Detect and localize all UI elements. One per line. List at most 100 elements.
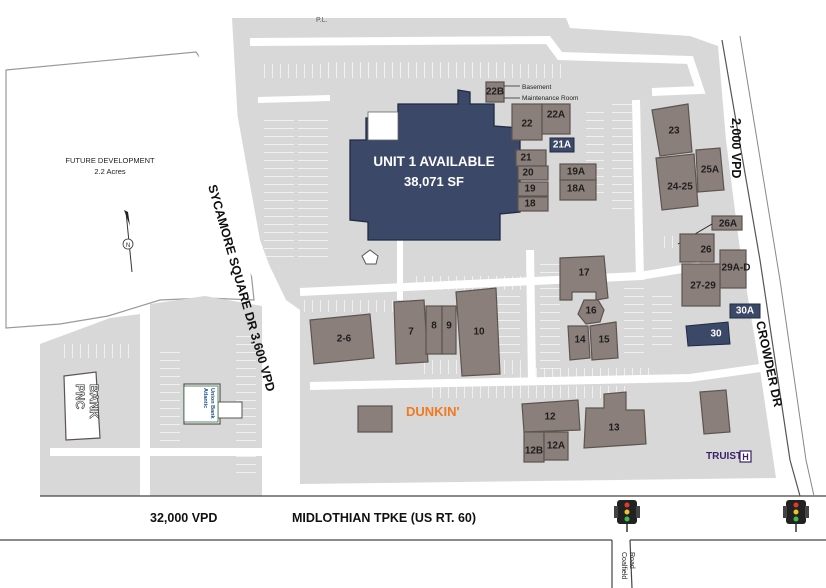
svg-text:9: 9 bbox=[446, 321, 452, 332]
unit-18[interactable]: 18 bbox=[517, 196, 549, 212]
unit-26a[interactable]: 26A bbox=[711, 215, 743, 231]
midlothian-tpke-label: MIDLOTHIAN TPKE (US RT. 60) bbox=[292, 511, 476, 525]
unit-17[interactable]: 17 bbox=[559, 255, 609, 301]
pnc-bank-building bbox=[63, 371, 101, 441]
loading-area bbox=[367, 111, 399, 141]
svg-text:Road: Road bbox=[628, 552, 635, 569]
svg-text:30: 30 bbox=[710, 329, 722, 340]
svg-text:23: 23 bbox=[668, 126, 680, 137]
unit-25a[interactable]: 25A bbox=[695, 147, 725, 193]
svg-text:Atlantic: Atlantic bbox=[202, 388, 208, 408]
unit-22[interactable]: 22 bbox=[511, 103, 543, 141]
svg-text:Coalfield: Coalfield bbox=[620, 552, 627, 579]
unit-16[interactable]: 16 bbox=[577, 299, 605, 325]
svg-text:26A: 26A bbox=[719, 219, 737, 230]
svg-text:7: 7 bbox=[408, 327, 414, 338]
svg-text:N: N bbox=[126, 243, 130, 249]
unit-29a-d[interactable]: 29A-D bbox=[719, 249, 751, 289]
svg-text:16: 16 bbox=[585, 306, 597, 317]
future-development-acres: 2.2 Acres bbox=[94, 167, 126, 176]
svg-text:15: 15 bbox=[598, 335, 610, 346]
svg-text:14: 14 bbox=[574, 335, 586, 346]
unit-10[interactable]: 10 bbox=[455, 287, 501, 377]
unit-27-29[interactable]: 27-29 bbox=[681, 263, 721, 307]
unit-12a[interactable]: 12A bbox=[543, 431, 569, 461]
midlothian-tpke-road bbox=[0, 495, 826, 588]
unit-18a[interactable]: 18A bbox=[559, 179, 597, 201]
unit-12[interactable]: 12 bbox=[521, 399, 581, 433]
dunkin-building[interactable] bbox=[357, 405, 393, 433]
unit-19[interactable]: 19 bbox=[517, 181, 549, 197]
north-arrow-icon: N bbox=[122, 210, 134, 273]
coalfield-road-label: Coalfield Road bbox=[620, 552, 635, 579]
svg-text:12B: 12B bbox=[525, 446, 543, 457]
unit-22b[interactable]: 22B bbox=[485, 81, 505, 103]
svg-text:12: 12 bbox=[544, 412, 556, 423]
crowder-dr-road bbox=[721, 39, 801, 497]
unit-30a[interactable]: 30A bbox=[729, 303, 761, 319]
unit-24-25[interactable]: 24-25 bbox=[655, 153, 699, 211]
unit-23[interactable]: 23 bbox=[651, 103, 693, 157]
unit-8[interactable]: 8 bbox=[425, 305, 443, 355]
unit-1-size: 38,071 SF bbox=[404, 174, 464, 189]
svg-text:12A: 12A bbox=[547, 441, 565, 452]
truist-label: TRUIST bbox=[706, 451, 742, 462]
kiosk-octagon bbox=[361, 249, 379, 265]
svg-text:29A-D: 29A-D bbox=[722, 263, 751, 274]
svg-text:H: H bbox=[742, 452, 749, 462]
unit-12b[interactable]: 12B bbox=[523, 431, 545, 463]
crowder-vpd-label: 2,000 VPD bbox=[729, 118, 743, 178]
unit-7[interactable]: 7 bbox=[393, 299, 429, 365]
unit-1-title: UNIT 1 AVAILABLE bbox=[373, 154, 494, 169]
dunkin-logo: DUNKIN' bbox=[406, 404, 460, 419]
maintenance-room-label: Maintenance Room bbox=[522, 95, 578, 102]
svg-text:24-25: 24-25 bbox=[667, 182, 693, 193]
unit-9[interactable]: 9 bbox=[441, 305, 457, 355]
svg-text:21: 21 bbox=[520, 153, 532, 164]
unit-26[interactable]: 26 bbox=[679, 233, 715, 263]
unit-19a[interactable]: 19A bbox=[559, 163, 597, 181]
svg-text:22B: 22B bbox=[486, 87, 504, 98]
svg-text:13: 13 bbox=[608, 423, 620, 434]
unit-30[interactable]: 30 bbox=[685, 321, 731, 347]
svg-text:20: 20 bbox=[522, 168, 534, 179]
basement-label: Basement bbox=[522, 84, 551, 91]
unit-2-6[interactable]: 2-6 bbox=[309, 313, 375, 365]
svg-text:2-6: 2-6 bbox=[337, 334, 352, 345]
truist-logo-icon bbox=[739, 450, 752, 463]
unit-15[interactable]: 15 bbox=[589, 321, 619, 361]
unit-20[interactable]: 20 bbox=[517, 165, 549, 181]
svg-text:27-29: 27-29 bbox=[690, 281, 716, 292]
traffic-light-icon bbox=[614, 500, 640, 532]
svg-text:17: 17 bbox=[578, 268, 590, 279]
sycamore-square-dr-road bbox=[198, 52, 282, 500]
truist-building[interactable] bbox=[699, 389, 731, 435]
unit-21[interactable]: 21 bbox=[515, 149, 547, 167]
svg-text:19A: 19A bbox=[567, 167, 585, 178]
svg-text:26: 26 bbox=[700, 245, 712, 256]
traffic-light-icon bbox=[783, 500, 809, 532]
unit-14[interactable]: 14 bbox=[567, 325, 591, 361]
atlantic-union-bank-label: Atlantic Union Bank bbox=[202, 388, 215, 419]
unit-21a[interactable]: 21A bbox=[549, 137, 575, 153]
svg-text:30A: 30A bbox=[736, 306, 754, 317]
svg-text:8: 8 bbox=[431, 321, 437, 332]
svg-text:22: 22 bbox=[521, 119, 533, 130]
midlothian-vpd-label: 32,000 VPD bbox=[150, 511, 217, 525]
pnc-bank-label: PNC BANK bbox=[73, 384, 102, 420]
svg-text:25A: 25A bbox=[701, 165, 719, 176]
svg-text:BANK: BANK bbox=[87, 384, 101, 419]
top-road-label: P.L. bbox=[316, 17, 328, 24]
svg-text:18A: 18A bbox=[567, 184, 585, 195]
svg-text:18: 18 bbox=[524, 199, 536, 210]
svg-text:22A: 22A bbox=[547, 110, 565, 121]
future-development-title: FUTURE DEVELOPMENT bbox=[65, 156, 155, 165]
unit-22a[interactable]: 22A bbox=[541, 103, 571, 135]
svg-text:10: 10 bbox=[473, 327, 485, 338]
svg-text:19: 19 bbox=[524, 184, 536, 195]
svg-text:21A: 21A bbox=[553, 140, 571, 151]
svg-text:PNC: PNC bbox=[73, 384, 87, 410]
unit-13[interactable]: 13 bbox=[583, 391, 647, 449]
